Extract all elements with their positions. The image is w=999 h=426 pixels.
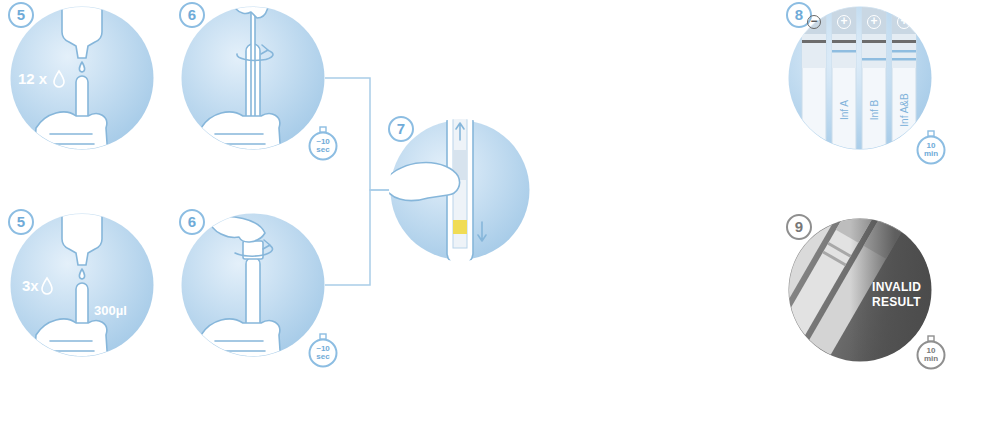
circle-shape bbox=[182, 7, 325, 150]
timer-icon: ~10 sec bbox=[308, 131, 338, 161]
step-number: 5 bbox=[8, 209, 34, 235]
step-number: 9 bbox=[786, 214, 812, 240]
drop-count: 3x bbox=[22, 277, 39, 294]
bracket-connector bbox=[325, 190, 390, 285]
timer-knob bbox=[928, 131, 934, 136]
circle-shape bbox=[11, 7, 154, 150]
step-circle: 6 bbox=[181, 6, 325, 150]
connector-line bbox=[325, 78, 390, 190]
timer-text: ~10 sec bbox=[308, 131, 338, 161]
volume-label: 300µl bbox=[94, 303, 127, 318]
timer-text: 10 min bbox=[916, 135, 946, 165]
positive-sign: + bbox=[837, 15, 851, 29]
invalid-strips bbox=[733, 153, 940, 389]
result-label: INVALID RESULT bbox=[872, 280, 930, 310]
step-number: 6 bbox=[179, 209, 205, 235]
timer-icon: 10 min bbox=[916, 340, 946, 370]
circle-shape bbox=[182, 214, 325, 357]
step-circle: 9INVALID RESULT bbox=[788, 218, 932, 362]
timer-knob bbox=[928, 336, 934, 341]
circle-shape bbox=[391, 121, 530, 260]
bracket-connector bbox=[325, 78, 390, 190]
step-circle: 7 bbox=[390, 120, 530, 260]
connector-line bbox=[325, 190, 390, 285]
timer-text: 10 min bbox=[916, 340, 946, 370]
timer-knob bbox=[320, 127, 326, 132]
circle-outline bbox=[181, 213, 325, 357]
step-circle: 6 bbox=[181, 213, 325, 357]
circle-shape bbox=[789, 7, 932, 150]
strip-top bbox=[808, 153, 866, 227]
timer-knob bbox=[320, 334, 326, 339]
circle-outline bbox=[390, 120, 530, 260]
strip-label: Inf A bbox=[839, 100, 850, 120]
negative-sign: − bbox=[807, 15, 821, 29]
step-number: 7 bbox=[388, 116, 414, 142]
step-number: 6 bbox=[179, 2, 205, 28]
strip-label: Inf A&B bbox=[899, 93, 910, 126]
strip-label: Inf B bbox=[869, 100, 880, 121]
timer-icon: 10 min bbox=[916, 135, 946, 165]
step-number: 8 bbox=[786, 2, 812, 28]
circle-outline bbox=[181, 6, 325, 150]
thumb bbox=[74, 193, 104, 213]
positive-sign: + bbox=[897, 15, 911, 29]
timer-text: ~10 sec bbox=[308, 338, 338, 368]
thumb bbox=[74, 0, 104, 6]
step-circle: 8Inf AInf BInf A&B bbox=[788, 6, 932, 150]
step-circle: 512 x bbox=[10, 6, 154, 150]
step-circle: 53x300µl bbox=[10, 213, 154, 357]
positive-sign: + bbox=[867, 15, 881, 29]
circle-outline bbox=[788, 6, 932, 150]
step-number: 5 bbox=[8, 2, 34, 28]
circle-shape bbox=[789, 219, 932, 362]
timer-icon: ~10 sec bbox=[308, 338, 338, 368]
drop-count: 12 x bbox=[18, 70, 47, 87]
circle-shape bbox=[11, 214, 154, 357]
